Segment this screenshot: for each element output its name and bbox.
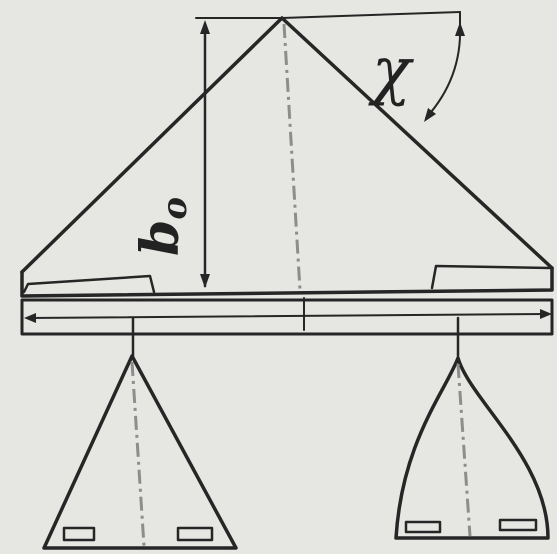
delta-variant-right-flap xyxy=(176,526,214,542)
delta-variant-centerline xyxy=(130,361,146,547)
right-aileron xyxy=(430,264,552,290)
wing-centerline xyxy=(282,23,302,291)
delta-variant-outline xyxy=(42,354,238,550)
delta-variant-left-flap xyxy=(62,526,96,542)
root-chord-label: bo xyxy=(130,197,195,256)
sweep-reference-line xyxy=(281,11,461,19)
sweep-arrow-top xyxy=(455,22,465,36)
ogival-variant-right-flap xyxy=(498,518,538,532)
elevation-outline xyxy=(20,298,554,336)
left-aileron xyxy=(22,274,156,294)
delta-wing-variant xyxy=(42,354,238,550)
span-arrow-left xyxy=(24,313,36,323)
sweep-arrow-bottom xyxy=(424,108,436,122)
wing-trailing-edge xyxy=(20,266,554,298)
wing-side-elevation xyxy=(20,297,554,336)
ogival-variant-outline xyxy=(394,356,550,540)
root-chord-arrow-top xyxy=(200,20,210,34)
sweep-angle-arc xyxy=(425,25,462,119)
root-chord-arrow-bottom xyxy=(200,274,210,288)
sweep-angle-annotation: χ xyxy=(281,11,465,122)
ogival-wing-variant xyxy=(394,356,550,540)
sweep-angle-label: χ xyxy=(368,34,414,108)
wing-planform-top-view xyxy=(20,16,554,298)
root-chord-dimension: bo xyxy=(130,17,283,288)
span-arrow-right xyxy=(540,309,552,319)
span-dimension-line xyxy=(27,313,549,319)
ogival-variant-left-flap xyxy=(404,520,442,534)
ogival-variant-centerline xyxy=(456,363,472,537)
